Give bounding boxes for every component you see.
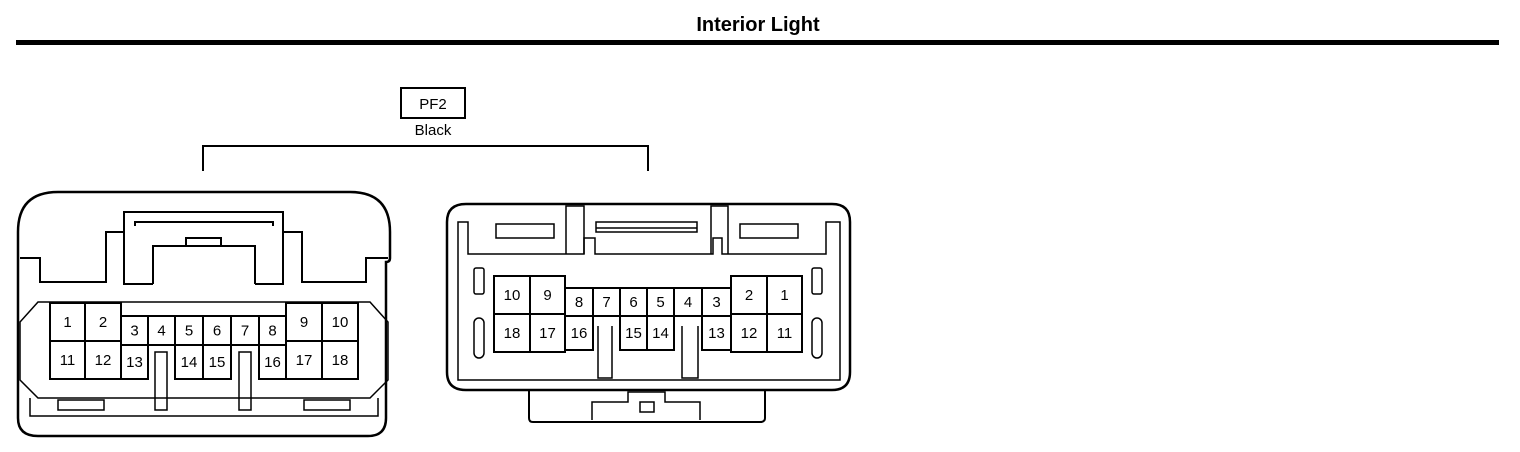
left-pin-label: 15 bbox=[209, 354, 226, 371]
left-pin-cell bbox=[120, 344, 149, 380]
right-pin-cell bbox=[673, 287, 703, 317]
right-key-slot-2 bbox=[681, 326, 699, 379]
left-pin-cell bbox=[321, 340, 359, 380]
right-pin-cell bbox=[493, 313, 531, 353]
left-bottom-tab-left bbox=[57, 399, 105, 411]
right-bottom-tab bbox=[528, 390, 766, 423]
left-pin-label: 6 bbox=[213, 323, 221, 340]
left-pin-label: 9 bbox=[300, 314, 308, 331]
right-pin-cell bbox=[619, 315, 648, 351]
right-side-slot-left-top bbox=[473, 267, 485, 295]
left-key-slot-1 bbox=[154, 351, 168, 411]
right-pin-label: 14 bbox=[652, 325, 669, 342]
left-shoulder-right bbox=[255, 231, 388, 285]
left-latch-slot bbox=[152, 245, 256, 284]
right-inner-frame bbox=[457, 221, 841, 381]
right-pin-label: 6 bbox=[629, 294, 637, 311]
left-cavity bbox=[19, 301, 389, 399]
connector-bracket bbox=[202, 145, 649, 171]
left-pin-label: 4 bbox=[157, 323, 165, 340]
right-key-slot-1 bbox=[597, 326, 613, 379]
left-pin-cell bbox=[285, 340, 323, 380]
left-pin-label: 7 bbox=[241, 323, 249, 340]
right-pin-cell bbox=[493, 275, 531, 315]
right-pin-label: 15 bbox=[625, 325, 642, 342]
page-title: Interior Light bbox=[696, 14, 820, 36]
left-pin-label: 8 bbox=[268, 323, 276, 340]
right-pin-label: 3 bbox=[712, 294, 720, 311]
right-pin-cell bbox=[766, 313, 803, 353]
right-side-slot-right-top bbox=[811, 267, 823, 295]
left-pin-label: 3 bbox=[130, 323, 138, 340]
right-bottom-latch-nub bbox=[639, 401, 655, 413]
left-pin-cell bbox=[174, 344, 204, 380]
right-pin-label: 4 bbox=[684, 294, 692, 311]
left-pin-label: 1 bbox=[63, 314, 71, 331]
right-pin-label: 8 bbox=[575, 294, 583, 311]
left-pin-cell bbox=[258, 344, 287, 380]
right-side-slot-right-bottom bbox=[811, 317, 823, 359]
right-pin-cell bbox=[730, 275, 768, 315]
right-connector bbox=[445, 202, 852, 423]
title-underline bbox=[16, 40, 1499, 45]
right-pin-cell bbox=[701, 287, 732, 317]
left-pin-label: 10 bbox=[332, 314, 349, 331]
left-pin-cell bbox=[49, 340, 86, 380]
left-latch-outer bbox=[123, 211, 284, 232]
right-pin-cell bbox=[766, 275, 803, 315]
right-pin-label: 12 bbox=[741, 325, 758, 342]
left-pin-label: 16 bbox=[264, 354, 281, 371]
right-top-rail bbox=[595, 221, 698, 233]
left-bottom-tab-right bbox=[303, 399, 351, 411]
left-pin-label: 17 bbox=[296, 352, 313, 369]
right-pin-label: 7 bbox=[602, 294, 610, 311]
left-pin-cell bbox=[120, 315, 149, 346]
right-top-slot-right bbox=[739, 223, 799, 239]
left-bottom-strip bbox=[29, 398, 379, 417]
right-bottom-latch bbox=[591, 391, 701, 420]
right-pin-cell bbox=[564, 315, 594, 351]
left-latch-notch bbox=[185, 237, 222, 246]
connector-code-box bbox=[400, 87, 466, 119]
right-post-right bbox=[710, 205, 729, 254]
left-pin-label: 2 bbox=[99, 314, 107, 331]
left-pin-label: 11 bbox=[60, 352, 76, 369]
right-pin-cell bbox=[646, 315, 675, 351]
left-pin-label: 12 bbox=[95, 352, 112, 369]
right-post-left bbox=[565, 205, 585, 254]
left-pin-label: 18 bbox=[332, 352, 349, 369]
right-pin-grid: 10 9 8 7 6 5 4 3 2 1 18 17 16 15 14 13 12 11 bbox=[493, 275, 803, 353]
left-pin-label: 14 bbox=[181, 354, 198, 371]
right-pin-label: 11 bbox=[777, 325, 793, 342]
left-pin-label: 13 bbox=[126, 354, 143, 371]
right-pin-label: 18 bbox=[504, 325, 521, 342]
connector-code: PF2 bbox=[419, 96, 447, 113]
left-pin-cell bbox=[202, 344, 232, 380]
right-pin-label: 17 bbox=[539, 325, 556, 342]
left-key-slot-2 bbox=[238, 351, 252, 411]
right-top-slot-left bbox=[495, 223, 555, 239]
left-connector-body bbox=[16, 190, 392, 438]
left-pin-cell bbox=[84, 302, 122, 342]
right-pin-label: 16 bbox=[571, 325, 588, 342]
left-connector bbox=[16, 190, 392, 438]
connector-color: Black bbox=[415, 122, 452, 139]
right-connector-body bbox=[445, 202, 852, 392]
right-pin-label: 1 bbox=[780, 287, 788, 304]
right-pin-label: 2 bbox=[745, 287, 753, 304]
right-pin-label: 5 bbox=[656, 294, 664, 311]
right-pin-cell bbox=[619, 287, 648, 317]
left-latch-inner bbox=[134, 221, 274, 226]
left-shoulder-left bbox=[20, 231, 153, 285]
right-pin-label: 13 bbox=[708, 325, 725, 342]
right-pin-label: 9 bbox=[543, 287, 551, 304]
left-pin-label: 5 bbox=[185, 323, 193, 340]
right-side-slot-left-bottom bbox=[473, 317, 485, 359]
right-pin-label: 10 bbox=[504, 287, 521, 304]
